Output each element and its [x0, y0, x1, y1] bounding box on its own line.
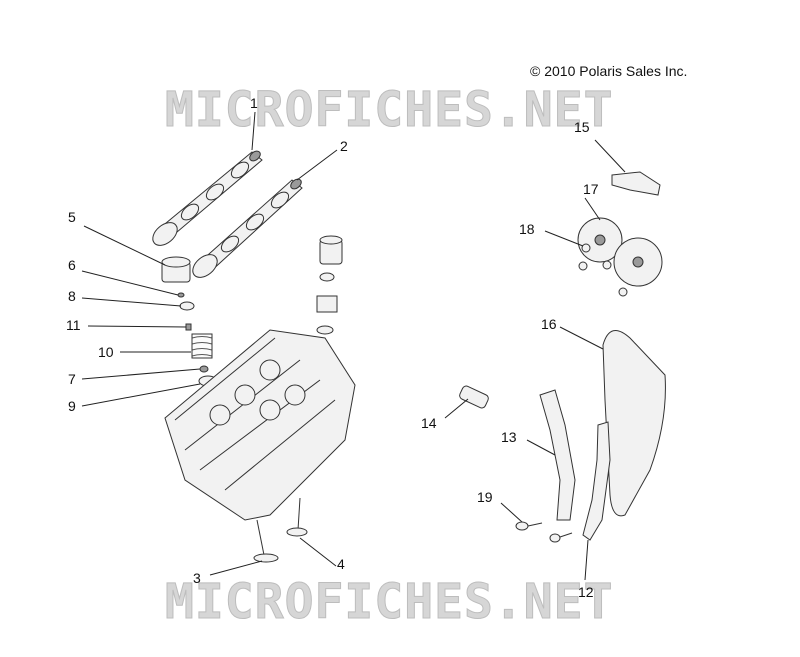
callout-2: 2: [340, 138, 348, 154]
chain-guide-12[interactable]: [582, 421, 611, 541]
callout-4: 4: [337, 556, 345, 572]
chain-tensioner-14[interactable]: [458, 385, 489, 410]
valve-spring-10[interactable]: [191, 333, 213, 359]
callout-15: 15: [574, 119, 590, 135]
callout-19: 19: [477, 489, 493, 505]
watermark-top: MICROFICHES.NET: [165, 82, 613, 138]
intake-valve-4[interactable]: [286, 497, 308, 537]
cam-sprockets-17[interactable]: [577, 217, 663, 287]
chain-guide-upper-15[interactable]: [611, 171, 661, 196]
valve-keeper-6[interactable]: [177, 292, 185, 298]
copyright-notice: © 2010 Polaris Sales Inc.: [530, 63, 688, 79]
camshaft-2[interactable]: [188, 177, 303, 282]
cam-chain-16[interactable]: [602, 330, 666, 517]
spring-seat-7[interactable]: [199, 365, 209, 373]
callout-labels: 1 2 3 4 5 6 7 8 9 10 11 12 13 14 15 16 1…: [66, 95, 599, 600]
callout-3: 3: [193, 570, 201, 586]
valve-stack-right[interactable]: [316, 235, 343, 335]
callout-18: 18: [519, 221, 535, 237]
callout-1: 1: [250, 95, 258, 111]
callout-9: 9: [68, 398, 76, 414]
tappet-bucket-5[interactable]: [161, 256, 191, 283]
callout-10: 10: [98, 344, 114, 360]
guide-bolts-19[interactable]: [515, 521, 573, 543]
callout-13: 13: [501, 429, 517, 445]
callout-14: 14: [421, 415, 437, 431]
valve-seal-11[interactable]: [185, 323, 192, 331]
callout-17: 17: [583, 181, 599, 197]
watermark-bottom: MICROFICHES.NET: [165, 574, 613, 630]
sprocket-bolts-18[interactable]: [578, 243, 628, 297]
callout-8: 8: [68, 288, 76, 304]
callout-11: 11: [66, 317, 81, 333]
camshaft-1[interactable]: [148, 149, 263, 250]
leader-lines: [81, 111, 626, 581]
tensioner-guide-13[interactable]: [539, 389, 576, 521]
callout-6: 6: [68, 257, 76, 273]
exhaust-valve-3[interactable]: [253, 519, 279, 563]
callout-7: 7: [68, 371, 76, 387]
callout-12: 12: [578, 584, 594, 600]
callout-16: 16: [541, 316, 557, 332]
callout-5: 5: [68, 209, 76, 225]
spring-retainer-8[interactable]: [179, 301, 195, 311]
cylinder-head[interactable]: [164, 329, 356, 521]
